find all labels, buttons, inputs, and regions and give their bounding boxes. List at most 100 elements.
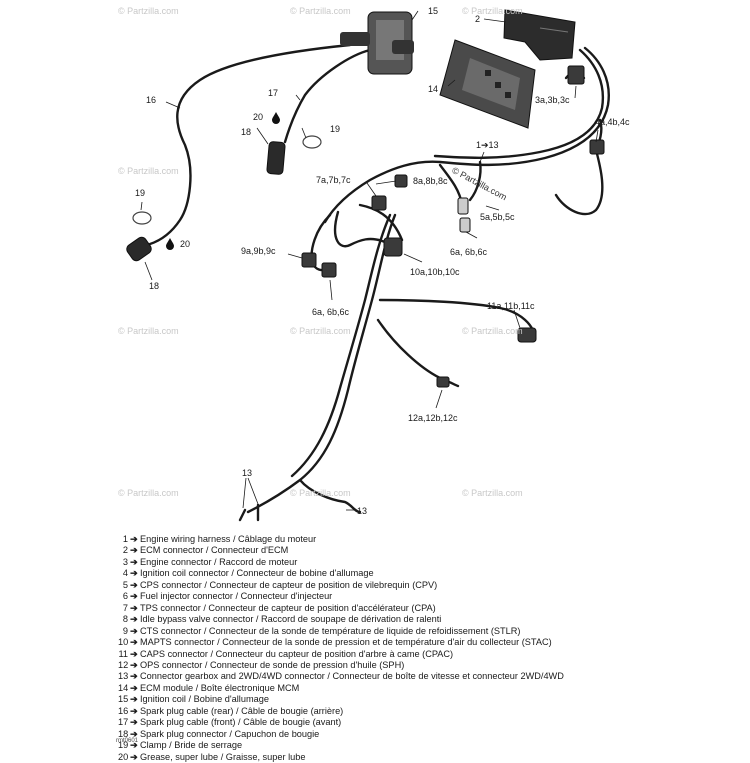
watermark: © Partzilla.com	[118, 6, 179, 16]
legend-number: 20	[118, 751, 129, 762]
arrow-icon: ➔	[130, 614, 138, 625]
callout-18-b: 18	[149, 281, 160, 291]
arrow-icon: ➔	[130, 717, 138, 728]
watermark: © Partzilla.com	[462, 488, 523, 498]
harness-descending-trunk-2	[290, 213, 392, 478]
callout-17: 17	[268, 88, 279, 98]
legend-item: 9➔CTS connector / Connecteur de la sonde…	[118, 626, 638, 637]
legend-item: 17➔Spark plug cable (front) / Câble de b…	[118, 717, 638, 728]
watermark: © Partzilla.com	[118, 488, 179, 498]
arrow-icon: ➔	[130, 705, 138, 716]
callout-11: 11a,11b,11c	[487, 301, 535, 311]
legend-description: TPS connector / Connecteur de capteur de…	[140, 602, 436, 613]
legend-number: 7	[122, 602, 128, 613]
callout-4: 4a,4b,4c	[595, 117, 630, 127]
parts-legend: 1➔Engine wiring harness / Câblage du mot…	[118, 534, 638, 763]
ecm-module-shape	[439, 39, 536, 129]
legend-item: 16➔Spark plug cable (rear) / Câble de bo…	[118, 706, 638, 717]
watermark: © Partzilla.com	[290, 488, 351, 498]
arrow-icon: ➔	[130, 579, 138, 590]
watermark: © Partzilla.com	[290, 326, 351, 336]
legend-number: 15	[118, 694, 129, 705]
legend-number: 2	[122, 545, 128, 556]
legend-number: 1	[122, 534, 128, 544]
legend-number: 9	[122, 625, 128, 636]
arrow-icon: ➔	[130, 545, 138, 556]
callout-20-a: 20	[253, 112, 264, 122]
arrow-icon: ➔	[130, 659, 138, 670]
legend-number: 8	[122, 614, 128, 625]
callout-3: 3a,3b,3c	[535, 95, 570, 105]
legend-description: Fuel injector connector / Connecteur d'i…	[140, 591, 333, 602]
legend-item: 11➔CAPS connector / Connecteur du capteu…	[118, 649, 638, 660]
legend-number: 17	[118, 717, 129, 728]
legend-description: Spark plug cable (front) / Câble de boug…	[140, 717, 342, 728]
arrow-icon: ➔	[130, 534, 138, 544]
arrow-icon: ➔	[130, 625, 138, 636]
spark-plug-cable-rear	[148, 43, 352, 246]
callout-6-bottom: 6a, 6b,6c	[312, 307, 350, 317]
callout-18-a: 18	[241, 127, 252, 137]
legend-number: 5	[122, 579, 128, 590]
legend-description: MAPTS connector / Connecteur de la sonde…	[140, 637, 552, 648]
harness-branch-4	[554, 118, 604, 216]
callout-19-b: 19	[135, 188, 146, 198]
callout-8: 8a,8b,8c	[413, 176, 448, 186]
legend-description: Idle bypass valve connector / Raccord de…	[140, 614, 442, 625]
arrow-icon: ➔	[130, 637, 138, 648]
legend-item: 20➔Grease, super lube / Graisse, super l…	[118, 752, 638, 763]
arrow-icon: ➔	[130, 751, 138, 762]
legend-description: OPS connector / Connecteur de sonde de p…	[140, 659, 405, 670]
callout-15: 15	[428, 6, 439, 16]
harness-branch-5	[468, 160, 482, 202]
legend-item: 3➔Engine connector / Raccord de moteur	[118, 557, 638, 568]
legend-number: 12	[118, 659, 129, 670]
arrow-icon: ➔	[130, 671, 138, 682]
legend-description: Engine connector / Raccord de moteur	[140, 556, 298, 567]
legend-description: Spark plug connector / Capuchon de bougi…	[140, 728, 320, 739]
legend-item: 13➔Connector gearbox and 2WD/4WD connect…	[118, 671, 638, 682]
arrow-icon: ➔	[130, 682, 138, 693]
legend-item: 2➔ECM connector / Connecteur d'ECM	[118, 545, 638, 556]
legend-item: 1➔Engine wiring harness / Câblage du mot…	[118, 534, 638, 545]
clamp-shapes	[132, 135, 322, 225]
legend-number: 3	[122, 556, 128, 567]
spark-plug-cable-front	[283, 48, 372, 144]
reference-code: rmt0601	[116, 738, 139, 744]
watermark: © Partzilla.com	[462, 326, 523, 336]
callout-6-top: 6a, 6b,6c	[450, 247, 488, 257]
spark-plug-connector-shapes	[126, 141, 286, 262]
legend-number: 11	[118, 648, 128, 659]
legend-description: Ignition coil connector / Connecteur de …	[140, 568, 374, 579]
legend-description: Clamp / Bride de serrage	[140, 740, 243, 751]
legend-item: 5➔CPS connector / Connecteur de capteur …	[118, 580, 638, 591]
harness-tail-13	[298, 478, 362, 514]
legend-description: Connector gearbox and 2WD/4WD connector …	[140, 671, 564, 682]
legend-number: 4	[122, 568, 128, 579]
harness-descending-trunk	[246, 213, 397, 514]
callout-5: 5a,5b,5c	[480, 212, 515, 222]
legend-description: CTS connector / Connecteur de la sonde d…	[140, 625, 521, 636]
callout-9: 9a,9b,9c	[241, 246, 276, 256]
legend-item: 10➔MAPTS connector / Connecteur de la so…	[118, 637, 638, 648]
legend-description: Spark plug cable (rear) / Câble de bougi…	[140, 705, 344, 716]
callout-16: 16	[146, 95, 157, 105]
legend-item: 4➔Ignition coil connector / Connecteur d…	[118, 568, 638, 579]
callout-7: 7a,7b,7c	[316, 175, 351, 185]
legend-item: 7➔TPS connector / Connecteur de capteur …	[118, 603, 638, 614]
legend-description: ECM connector / Connecteur d'ECM	[140, 545, 289, 556]
harness-branch-9	[333, 210, 387, 248]
legend-item: 18➔Spark plug connector / Capuchon de bo…	[118, 729, 638, 740]
callout-20-b: 20	[180, 239, 191, 249]
legend-description: Engine wiring harness / Câblage du moteu…	[140, 534, 317, 544]
harness-connector-shapes	[301, 65, 605, 388]
legend-number: 10	[118, 637, 129, 648]
callout-1: 1➔13	[476, 140, 499, 150]
watermark: © Partzilla.com	[118, 166, 179, 176]
legend-item: 12➔OPS connector / Connecteur de sonde d…	[118, 660, 638, 671]
ecm-connector-shape	[503, 9, 576, 61]
watermark: © Partzilla.com	[462, 6, 523, 16]
arrow-icon: ➔	[130, 728, 138, 739]
legend-number: 6	[122, 591, 128, 602]
legend-number: 13	[118, 671, 129, 682]
